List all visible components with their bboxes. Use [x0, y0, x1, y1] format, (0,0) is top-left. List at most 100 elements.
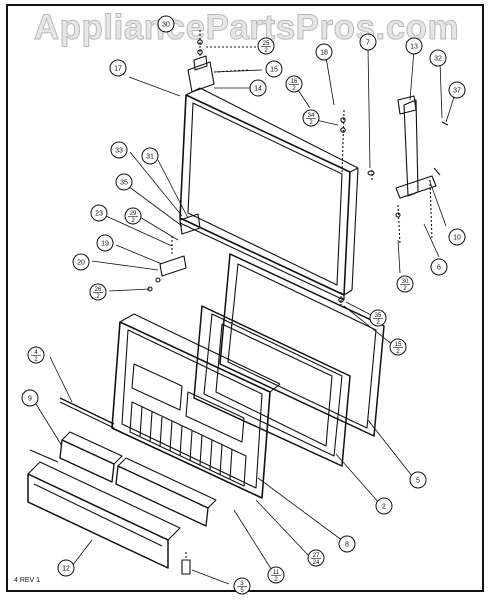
callout-label: 5: [240, 588, 244, 594]
callout-label: 4: [34, 350, 38, 356]
callout-c30: 30: [157, 15, 175, 33]
door-bin-left: [59, 431, 123, 483]
callout-label: 29: [130, 211, 137, 217]
callout-label: 2: [292, 86, 296, 92]
callout-label: 12: [62, 566, 70, 573]
door-fasteners: [338, 109, 401, 305]
callout-label: 19: [101, 241, 109, 248]
callout-c4: 42: [27, 346, 45, 364]
callout-label: 2: [34, 357, 38, 363]
callout-circle: [405, 37, 423, 55]
callout-c15b: 152: [389, 338, 407, 356]
callout-c34: 342: [302, 109, 320, 127]
callout-circle: [109, 59, 127, 77]
callout-circle: [124, 207, 142, 225]
callout-label: 15: [395, 342, 402, 348]
callout-label: 2: [396, 349, 400, 355]
callout-label: 5: [416, 478, 420, 485]
callout-circle: [389, 338, 407, 356]
callout-circle: [396, 275, 414, 293]
callout-c3: 35: [233, 577, 251, 595]
callout-circle: [302, 109, 320, 127]
callout-circle: [429, 49, 447, 67]
lower-door-front: [111, 313, 281, 499]
callout-circle: [90, 204, 108, 222]
callout-label: 8: [345, 542, 349, 549]
callout-label: 24: [313, 560, 320, 566]
callout-label: 37: [453, 88, 461, 95]
callout-label: 20: [77, 260, 85, 267]
callout-c20: 20: [72, 253, 90, 271]
callout-circle: [89, 283, 107, 301]
callout-c33: 33: [110, 141, 128, 159]
upper-door-panel: [179, 87, 359, 301]
callout-circle: [96, 234, 114, 252]
callout-circle: [448, 81, 466, 99]
callout-c32: 32: [429, 49, 447, 67]
callout-circle: [110, 141, 128, 159]
callout-circle: [115, 173, 133, 191]
callout-circle: [257, 37, 275, 55]
callout-label: 2: [309, 120, 313, 126]
callout-circle: [249, 79, 267, 97]
callout-circle: [233, 577, 251, 595]
callout-label: 25: [263, 41, 270, 47]
callout-label: 31: [146, 154, 154, 161]
callout-c13: 13: [405, 37, 423, 55]
callout-label: 2: [264, 48, 268, 54]
callout-circle: [409, 471, 427, 489]
shelf-rail: [59, 397, 115, 429]
left-hardware: [147, 213, 201, 292]
callout-circle: [27, 346, 45, 364]
callout-label: 7: [366, 40, 370, 47]
callout-label: 34: [308, 113, 315, 119]
revision-note: 4 REV 1: [14, 577, 41, 584]
callout-label: 2: [382, 504, 386, 511]
callout-label: 27: [313, 553, 320, 559]
shelf-grid: [129, 363, 247, 487]
callout-circle: [338, 535, 356, 553]
callout-c26: 262: [89, 283, 107, 301]
top-hinge: [187, 30, 258, 93]
callout-label: 10: [453, 235, 461, 242]
callout-label: 30: [162, 22, 170, 29]
callout-circle: [359, 33, 377, 51]
door-gasket: [219, 253, 385, 437]
callout-c12: 12: [57, 559, 75, 577]
callout-c7: 7: [359, 33, 377, 51]
callout-c9: 9: [21, 389, 39, 407]
callout-circle: [57, 559, 75, 577]
callout-label: 2: [376, 320, 380, 326]
callout-c8: 8: [338, 535, 356, 553]
callout-label: 11: [273, 570, 280, 576]
door-bin-right: [115, 457, 217, 527]
callout-label: 26: [95, 287, 102, 293]
callout-circle: [448, 228, 466, 246]
callout-c37: 37: [448, 81, 466, 99]
callout-label: 2: [403, 286, 407, 292]
callout-label: 17: [114, 66, 122, 73]
callout-label: 23: [95, 211, 103, 218]
callout-label: 6: [437, 265, 441, 272]
clip-part: [181, 552, 191, 575]
callout-c14: 14: [249, 79, 267, 97]
callout-label: 18: [320, 50, 328, 57]
callout-c35b: 352: [369, 309, 387, 327]
callout-circle: [285, 75, 303, 93]
callout-label: 30: [402, 279, 409, 285]
callout-c23: 23: [90, 204, 108, 222]
crisper-bin: [27, 449, 181, 569]
callout-c2: 2: [375, 497, 393, 515]
callout-label: 2: [131, 218, 135, 224]
leader-lines: [35, 47, 456, 585]
callout-c15: 15: [265, 60, 283, 78]
callout-label: 16: [291, 79, 298, 85]
callout-label: 14: [254, 86, 262, 93]
callout-c31: 31: [141, 147, 159, 165]
callout-circle: [72, 253, 90, 271]
callout-c16: 162: [285, 75, 303, 93]
